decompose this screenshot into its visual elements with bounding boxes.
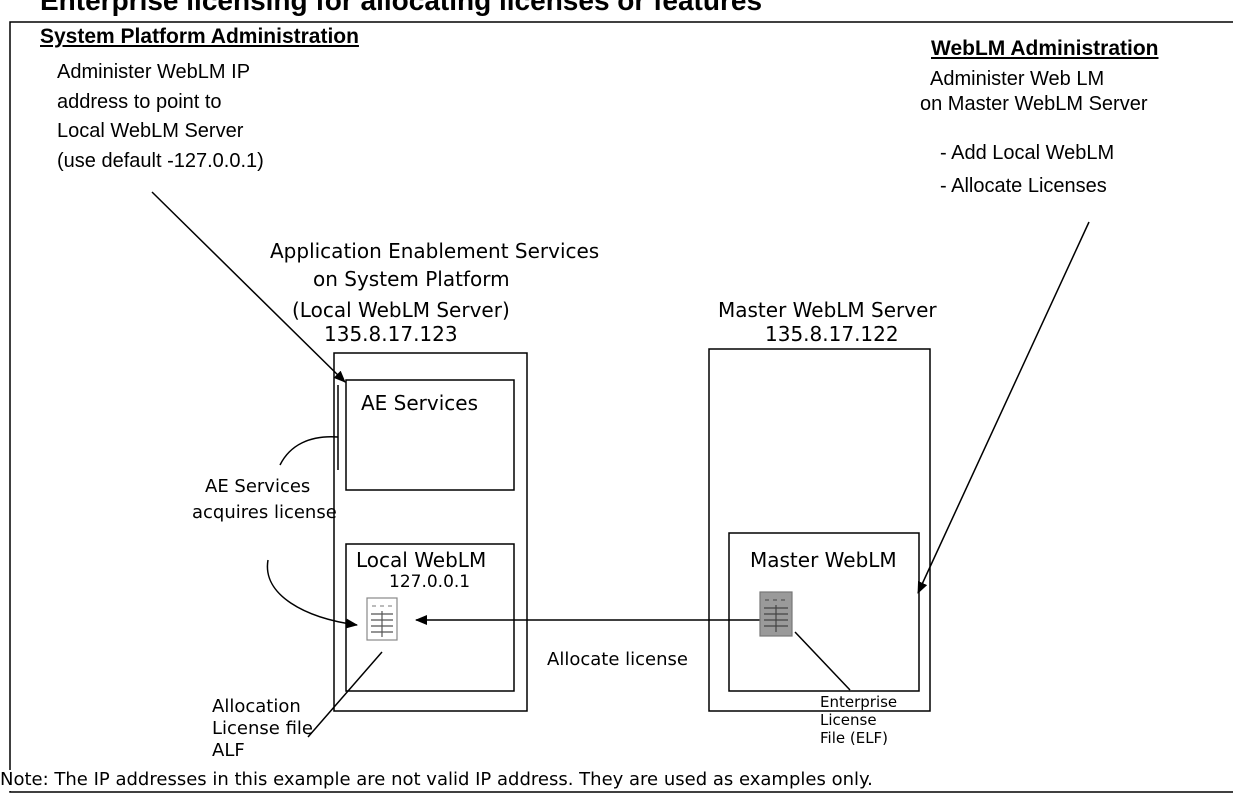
alf-document-icon (366, 597, 398, 641)
local-server-caption-3: (Local WebLM Server) (292, 298, 510, 322)
ae-services-box (345, 379, 515, 491)
weblm-admin-action-1: - Add Local WebLM (940, 142, 1115, 164)
master-server-box (708, 348, 931, 712)
master-weblm-box (728, 532, 920, 692)
local-weblm-box-label: Local WebLM (356, 548, 487, 572)
sp-admin-line-2: address to point to (57, 91, 222, 113)
alf-label-2: License file (212, 718, 313, 739)
weblm-admin-line-1: Administer Web LM (930, 68, 1105, 90)
alf-leader-line (307, 651, 383, 738)
acquires-label-1: AE Services (205, 476, 311, 497)
master-weblm-box-label: Master WebLM (750, 548, 897, 572)
local-server-caption-2: on System Platform (313, 267, 510, 291)
outer-frame (9, 21, 1233, 793)
local-server-box (333, 352, 528, 712)
local-weblm-ip: 127.0.0.1 (389, 572, 471, 592)
sp-admin-line-3: Local WebLM Server (57, 120, 244, 142)
elf-label-3: File (ELF) (820, 729, 889, 747)
page-title: Enterprise licensing for allocating lice… (40, 0, 763, 16)
system-platform-admin-heading: System Platform Administration (40, 25, 359, 48)
master-server-ip: 135.8.17.122 (765, 322, 899, 346)
weblm-admin-line-2: on Master WebLM Server (920, 93, 1148, 115)
elf-label-2: License (820, 711, 877, 729)
alf-label-1: Allocation (212, 696, 301, 717)
allocate-license-label: Allocate license (547, 649, 688, 670)
local-weblm-box (345, 543, 515, 692)
elf-document-icon (759, 591, 793, 637)
weblm-admin-action-2: - Allocate Licenses (940, 175, 1107, 197)
elf-label-1: Enterprise (820, 693, 898, 711)
local-server-ip: 135.8.17.123 (324, 322, 458, 346)
alf-label-3: ALF (212, 740, 245, 761)
ae-services-box-label: AE Services (361, 391, 479, 415)
sp-admin-line-4: (use default -127.0.0.1) (57, 150, 264, 172)
acquire-curve-lower (266, 559, 358, 629)
elf-leader-line (794, 631, 851, 691)
master-server-caption-1: Master WebLM Server (718, 298, 937, 322)
weblm-admin-arrow (917, 221, 1090, 594)
weblm-admin-heading: WebLM Administration (931, 37, 1159, 60)
acquire-curve-upper (279, 436, 339, 466)
local-server-caption-1: Application Enablement Services (270, 239, 600, 263)
sp-admin-arrow (151, 191, 346, 383)
sp-admin-line-1: Administer WebLM IP (57, 61, 251, 83)
footer-note: Note: The IP addresses in this example a… (0, 769, 877, 791)
acquires-label-2: acquires license (192, 502, 337, 523)
